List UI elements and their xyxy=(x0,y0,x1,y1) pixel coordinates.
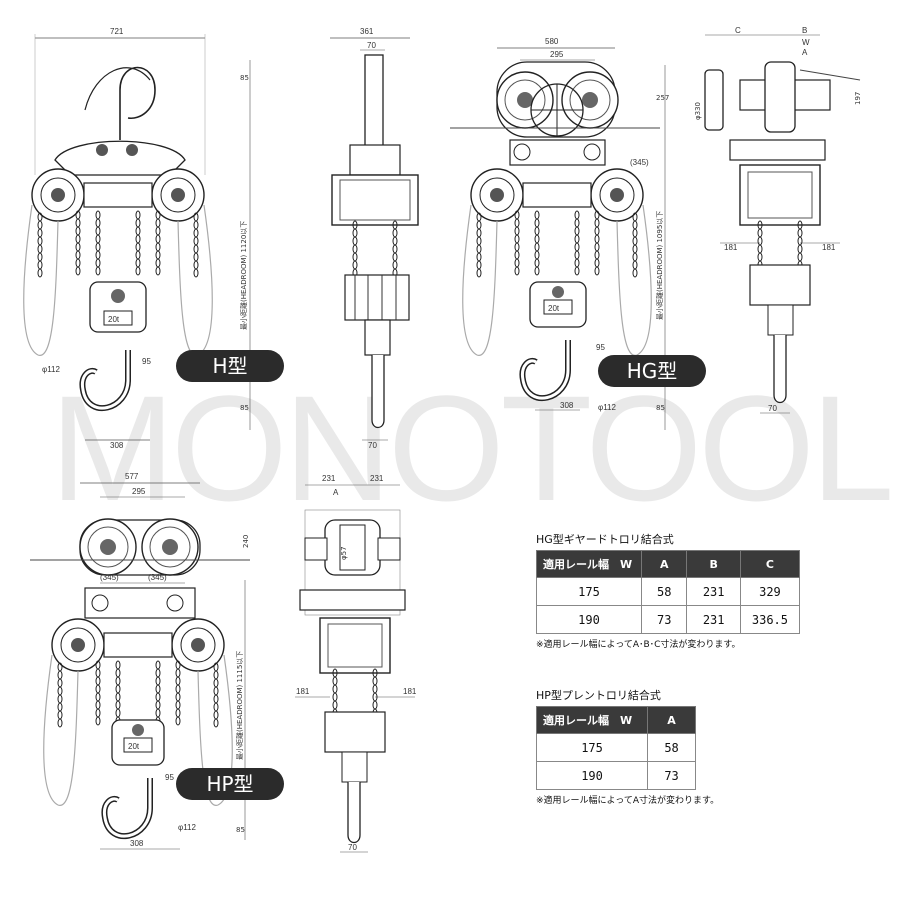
hs-rod-dim: 70 xyxy=(367,41,376,50)
hg-85-dim: 85 xyxy=(656,404,665,412)
hg-spec-table: 適用レール幅 W A B C 175 58 231 329 190 73 231… xyxy=(536,550,801,634)
table-cell: 175 xyxy=(535,733,649,762)
hp-table-note: ※適用レール幅によってA寸法が変わります。 xyxy=(536,796,720,806)
hgs-181r-dim: 181 xyxy=(822,243,836,252)
hgs-70-dim: 70 xyxy=(768,404,777,413)
hgs-197-dim: 197 xyxy=(854,92,862,105)
hg-hook-dim: 308 xyxy=(560,401,574,410)
hps-57-dim: φ57 xyxy=(340,546,348,560)
hgs-181l-dim: 181 xyxy=(724,243,738,252)
h-r-dim: 95 xyxy=(142,357,151,366)
hp-240-dim: 240 xyxy=(242,535,250,548)
hp-type-badge: HP型 xyxy=(176,768,284,800)
hg-headroom-dim: 最小距離(HEADROOM) 1095以下 xyxy=(655,211,664,320)
hg-257-dim: 257 xyxy=(656,94,669,102)
hp-type-side-view: 231 231 A φ57 181 181 70 xyxy=(295,474,417,853)
table-row: 175 58 xyxy=(535,733,696,762)
table-cell: 73 xyxy=(640,605,688,634)
column-header: C xyxy=(739,550,801,578)
hgs-330-dim: φ330 xyxy=(694,102,702,120)
hp-345l-dim: (345) xyxy=(100,573,119,582)
hg-type-badge: HG型 xyxy=(598,355,706,387)
table-cell: 231 xyxy=(686,577,741,606)
hg-width-dim: 580 xyxy=(545,37,559,46)
h-load-label: 20t xyxy=(108,315,120,324)
table-header-row: 適用レール幅 W A B C xyxy=(536,550,801,578)
table-cell: 190 xyxy=(536,605,642,634)
hg-345-dim: (345) xyxy=(630,158,649,167)
hgs-b-dim: B xyxy=(802,26,807,35)
hp-type-front-view: 577 295 240 (345) (345) 20t 95 φ112 308 … xyxy=(30,472,250,850)
hp-inner-dim: 295 xyxy=(132,487,146,496)
hps-a-dim: A xyxy=(333,488,339,497)
hp-spec-table: 適用レール幅 W A 175 58 190 73 xyxy=(535,706,696,790)
hp-hook-dim: 308 xyxy=(130,839,144,848)
hp-headroom-dim: 最小距離(HEADROOM) 1115以下 xyxy=(235,651,244,760)
h-phi-dim: φ112 xyxy=(42,365,60,374)
hg-inner-dim: 295 xyxy=(550,50,564,59)
hp-phi-dim: φ112 xyxy=(178,823,196,832)
table-row: 190 73 xyxy=(535,761,696,790)
table-row: 190 73 231 336.5 xyxy=(536,605,801,634)
h-type-side-view: 361 70 70 xyxy=(330,27,419,450)
table-cell: 329 xyxy=(739,577,801,606)
hp-width-dim: 577 xyxy=(125,472,139,481)
hps-181l-dim: 181 xyxy=(296,687,310,696)
h-hook-dim: 308 xyxy=(110,441,124,450)
table-header-row: 適用レール幅 W A xyxy=(535,706,696,734)
hg-phi-dim: φ112 xyxy=(598,403,616,412)
watermark-text: MONOTOOL xyxy=(50,364,890,532)
h-width-dim: 721 xyxy=(110,27,124,36)
hg-table-title: HG型ギヤードトロリ結合式 xyxy=(536,533,674,546)
table-cell: 175 xyxy=(536,577,642,606)
hps-231r-dim: 231 xyxy=(370,474,384,483)
column-header: B xyxy=(686,550,741,578)
hg-table-note: ※適用レール幅によってA･B･C寸法が変わります。 xyxy=(536,640,741,650)
table-cell: 73 xyxy=(647,761,696,790)
table-row: 175 58 231 329 xyxy=(536,577,801,606)
table-cell: 58 xyxy=(647,733,696,762)
hg-95-dim: 95 xyxy=(596,343,605,352)
table-cell: 190 xyxy=(535,761,649,790)
hp-95-dim: 95 xyxy=(165,773,174,782)
hps-181r-dim: 181 xyxy=(403,687,417,696)
h-type-badge: H型 xyxy=(176,350,284,382)
hp-85-dim: 85 xyxy=(236,826,245,834)
table-cell: 58 xyxy=(640,577,688,606)
column-header: A xyxy=(640,550,688,578)
hp-load-label: 20t xyxy=(128,742,140,751)
h-top-dim: 85 xyxy=(240,74,249,82)
hgs-a-dim: A xyxy=(802,48,808,57)
table-cell: 231 xyxy=(686,605,741,634)
h-type-front-view: 721 20t 308 φ112 95 85 85 最小距離(HEADROOM)… xyxy=(24,27,251,450)
hg-type-front-view: 580 295 (345) 20t 308 95 φ112 257 85 最小距… xyxy=(450,37,669,430)
hps-70-dim: 70 xyxy=(348,843,357,852)
column-header: A xyxy=(647,706,696,734)
hp-table-title: HP型プレントロリ結合式 xyxy=(536,689,661,702)
hgs-w-dim: W xyxy=(802,38,810,47)
hps-231l-dim: 231 xyxy=(322,474,336,483)
column-header: 適用レール幅 W xyxy=(535,706,649,734)
column-header: 適用レール幅 W xyxy=(536,550,642,578)
h-bottom-dim: 85 xyxy=(240,404,249,412)
hg-load-label: 20t xyxy=(548,304,560,313)
table-cell: 336.5 xyxy=(739,605,801,634)
hs-bottom-dim: 70 xyxy=(368,441,377,450)
hs-width-dim: 361 xyxy=(360,27,374,36)
hgs-c-dim: C xyxy=(735,26,741,35)
hg-type-side-view: C B W A φ330 197 181 181 70 xyxy=(694,26,862,414)
h-headroom-dim: 最小距離(HEADROOM) 1120以下 xyxy=(239,221,248,330)
hp-345r-dim: (345) xyxy=(148,573,167,582)
